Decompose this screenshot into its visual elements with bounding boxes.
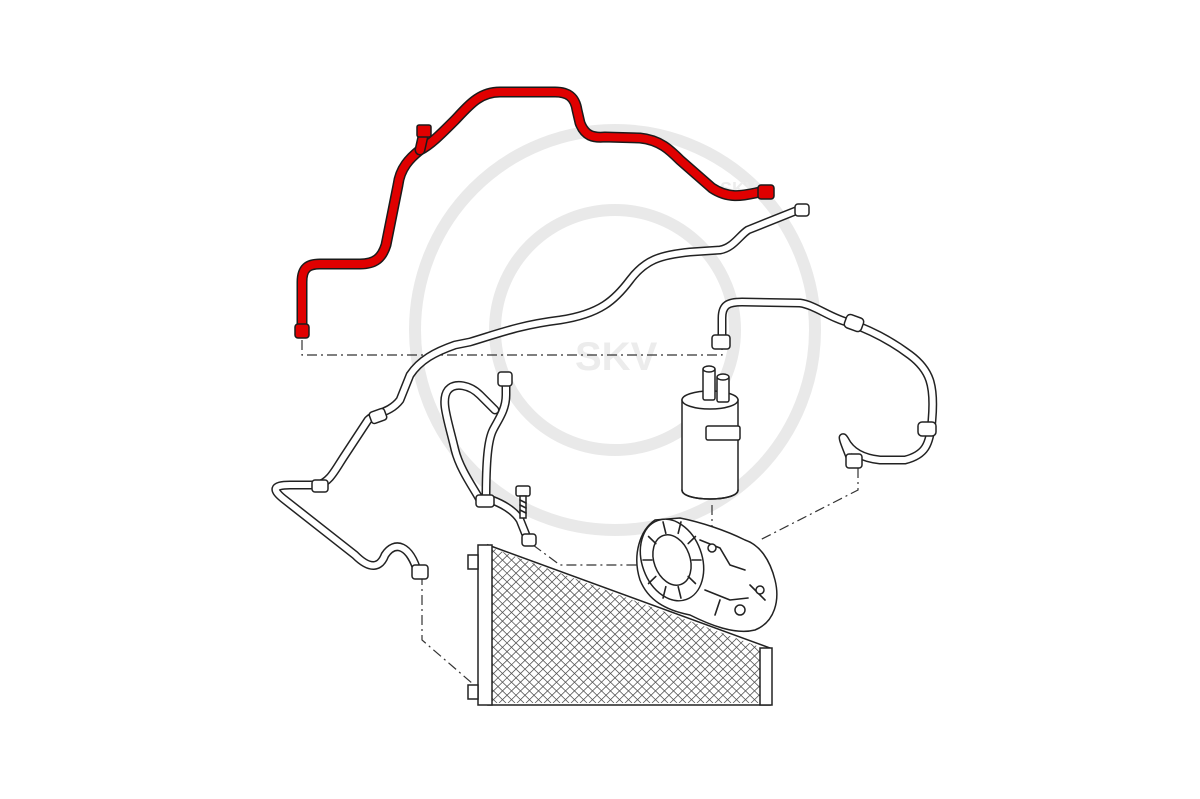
receiver-drier <box>681 365 741 500</box>
watermark-text: SKV <box>575 335 658 379</box>
pulley-rib <box>687 535 697 545</box>
pulley-rib <box>677 585 682 599</box>
highlighted-pipe-fitting-top <box>416 124 432 138</box>
highlighted-pipe <box>294 86 775 339</box>
discharge-line-fitting-upper <box>794 203 810 217</box>
pulley-rib <box>662 521 667 535</box>
short-line <box>440 371 537 547</box>
watermark-logo: SKV SKV <box>409 124 821 536</box>
bolt <box>515 485 531 519</box>
suction-hose <box>711 297 938 469</box>
pulley-rib <box>647 535 657 545</box>
highlighted-pipe-fitting-right <box>757 184 775 200</box>
pulley-rib <box>662 585 667 599</box>
pulley-rib <box>647 575 657 585</box>
compressor <box>636 517 778 633</box>
highlighted-pipe-fitting-left <box>294 323 310 339</box>
discharge-line-fitting-lower <box>411 564 429 580</box>
pulley-rib <box>677 521 682 535</box>
discharge-line-sleeve <box>311 479 329 493</box>
pulley-rib <box>687 575 697 585</box>
compressor-pulley-ribs <box>642 521 702 599</box>
discharge-line <box>271 203 810 580</box>
condenser <box>467 543 773 706</box>
